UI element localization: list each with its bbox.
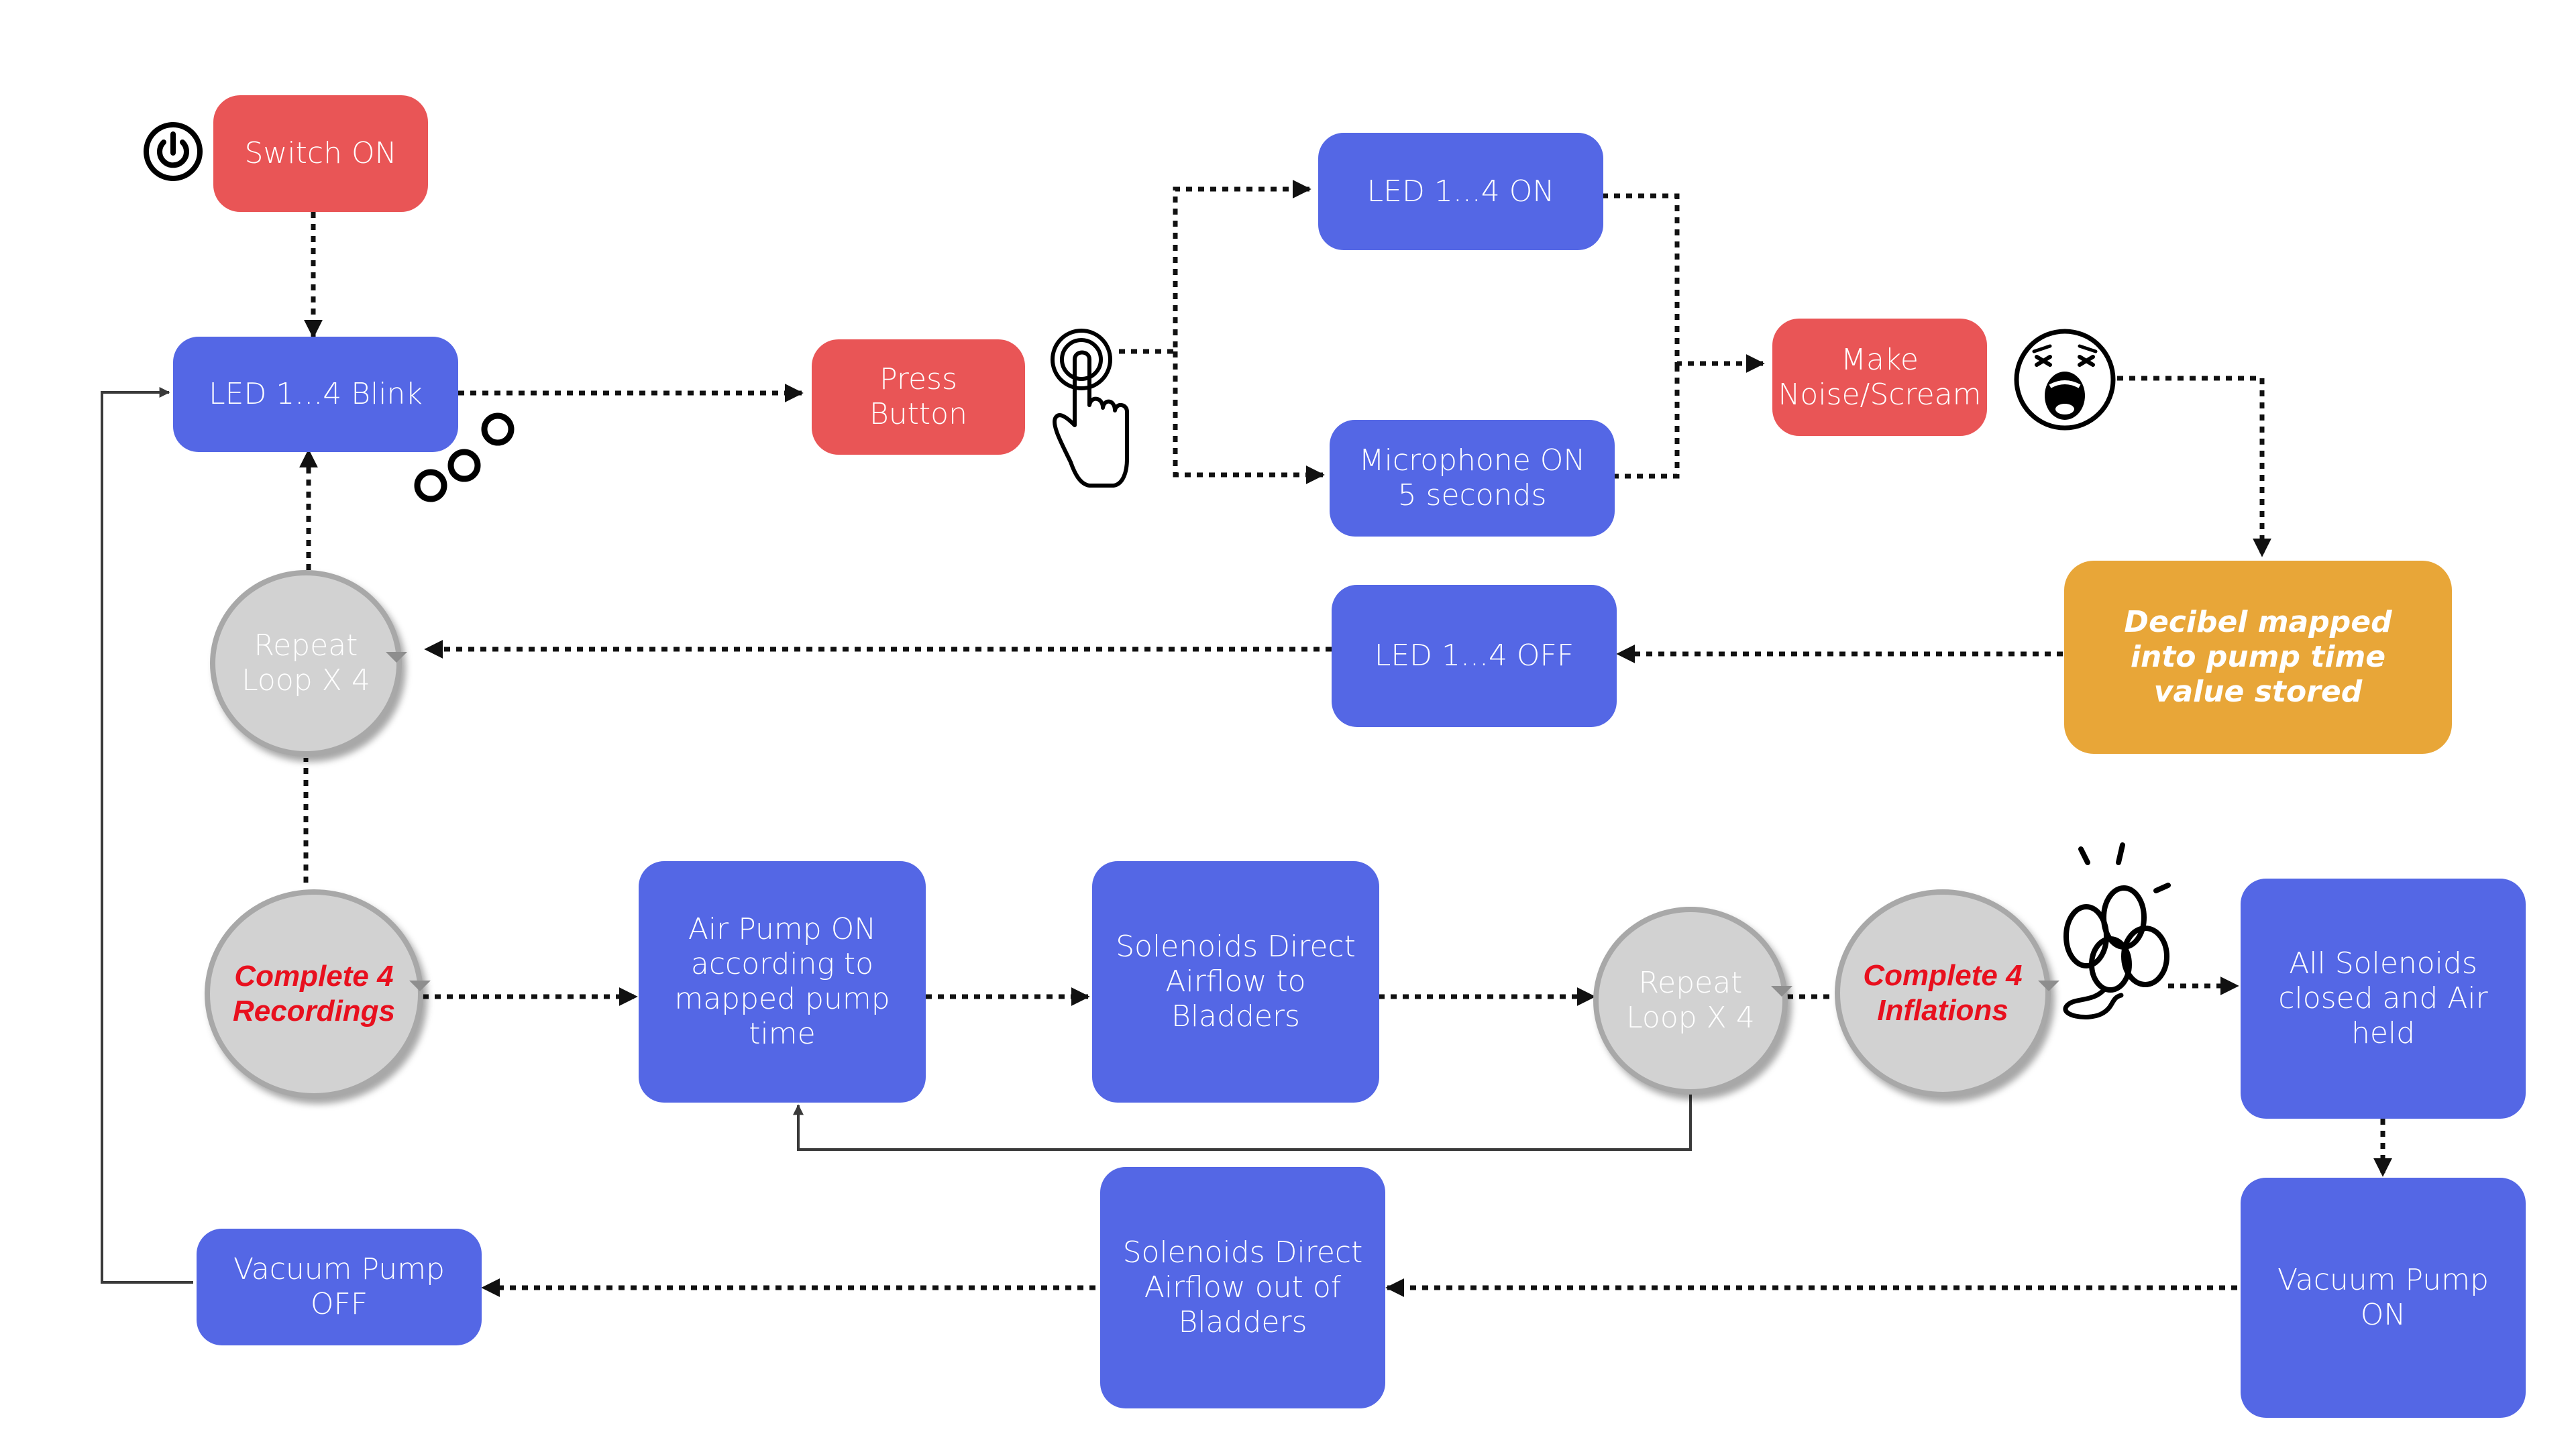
switch-on-node: Switch ON	[213, 95, 428, 212]
power-icon	[144, 122, 203, 181]
loop-marker-3	[1771, 986, 1792, 997]
microphone-on-node: Microphone ON 5 seconds	[1330, 420, 1615, 537]
air-pump-on-node: Air Pump ON according to mapped pump tim…	[639, 861, 926, 1103]
edge-face-to-decibel	[2105, 376, 2271, 557]
complete-inflations-node: Complete 4 Inflations	[1835, 889, 2051, 1097]
led-off-node: LED 1...4 OFF	[1332, 585, 1617, 727]
loop-marker-1	[386, 652, 407, 663]
led-on-node: LED 1...4 ON	[1318, 133, 1603, 250]
loop-marker-4	[2038, 981, 2059, 991]
repeat-loop-node-1: Repeat Loop X 4	[210, 570, 402, 757]
edge-repeat-back-to-air-pump	[793, 1087, 1692, 1151]
screaming-face-icon	[2014, 329, 2116, 431]
loop-marker-2	[409, 981, 431, 991]
decibel-mapped-node: Decibel mapped into pump time value stor…	[2064, 561, 2452, 754]
edge-press-to-mic	[1173, 351, 1325, 484]
edge-vacuum-off-to-blink	[101, 387, 193, 1284]
led-blink-node: LED 1...4 Blink	[173, 337, 458, 452]
complete-recordings-node: Complete 4 Recordings	[205, 889, 423, 1099]
balloons-icon	[2063, 842, 2171, 1019]
edge-press-to-led-on	[1119, 180, 1311, 354]
vacuum-pump-off-node: Vacuum Pump OFF	[197, 1229, 482, 1345]
finger-tap-icon	[1051, 329, 1129, 488]
solenoids-to-bladders-node: Solenoids Direct Airflow to Bladders	[1092, 861, 1379, 1103]
repeat-loop-node-2: Repeat Loop X 4	[1593, 907, 1788, 1095]
make-noise-node: Make Noise/Scream	[1772, 319, 1987, 436]
edge-mic-to-noise	[1613, 364, 1680, 479]
solenoids-out-of-bladders-node: Solenoids Direct Airflow out of Bladders	[1100, 1167, 1385, 1408]
vacuum-pump-on-node: Vacuum Pump ON	[2241, 1178, 2526, 1418]
all-solenoids-closed-node: All Solenoids closed and Air held	[2241, 879, 2526, 1119]
edge-led-on-to-noise	[1602, 193, 1765, 373]
blink-circles-icon	[414, 412, 515, 502]
press-button-node: Press Button	[812, 339, 1025, 455]
